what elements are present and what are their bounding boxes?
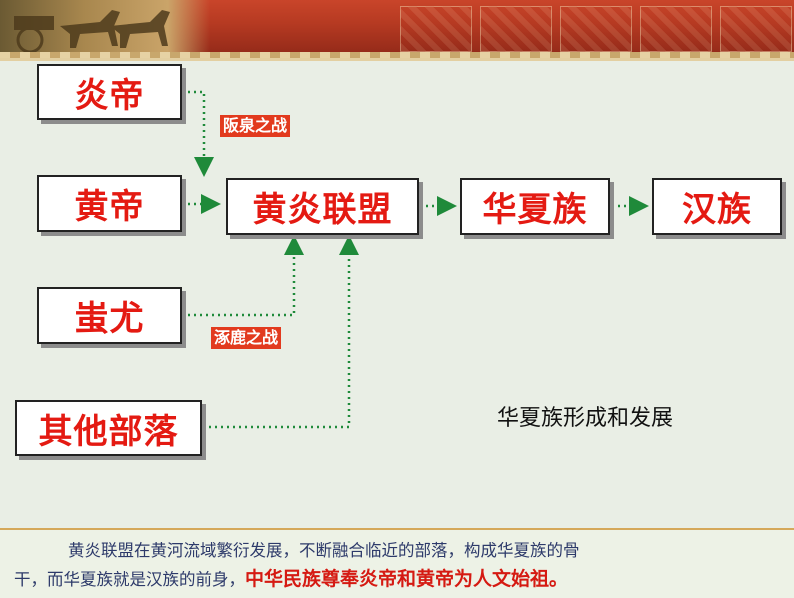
footer-text-panel: 黄炎联盟在黄河流域繁衍发展，不断融合临近的部落，构成华夏族的骨 干，而华夏族就是…: [0, 528, 794, 598]
node-huangdi-label: 黄帝: [74, 187, 145, 227]
node-other-tribes: 其他部落: [15, 400, 202, 456]
diagram-caption: 华夏族形成和发展: [497, 406, 674, 431]
arrow-qita-alliance: [203, 235, 359, 429]
arrow-chiyou-alliance: [182, 235, 304, 317]
arrow-yandi-alliance: [182, 90, 214, 177]
terracotta-horse-image: [0, 0, 210, 58]
header-banner: [0, 0, 794, 61]
node-huaxia: 华夏族: [460, 178, 610, 235]
footer-line-2: 干，而华夏族就是汉族的前身，中华民族尊奉炎帝和黄帝为人文始祖。: [14, 566, 784, 593]
node-huangyan-alliance-label: 黄炎联盟: [252, 190, 393, 230]
node-han-label: 汉族: [682, 190, 752, 230]
node-huangdi: 黄帝: [37, 175, 182, 232]
footer-line-2-text: 干，而华夏族就是汉族的前身，: [14, 570, 245, 589]
battle-zhuolu-tag: 涿鹿之战: [211, 327, 282, 349]
node-yandi-label: 炎帝: [74, 75, 145, 116]
node-huangyan-alliance: 黄炎联盟: [226, 178, 419, 235]
node-huaxia-label: 华夏族: [482, 190, 588, 230]
footer-line-1: 黄炎联盟在黄河流域繁衍发展，不断融合临近的部落，构成华夏族的骨: [68, 541, 580, 560]
node-chiyou-label: 蚩尤: [74, 299, 145, 339]
node-yandi: 炎帝: [37, 64, 182, 120]
battle-banquan-tag: 阪泉之战: [220, 115, 291, 137]
footer-highlight: 中华民族尊奉炎帝和黄帝为人文始祖。: [245, 568, 569, 590]
node-han: 汉族: [652, 178, 782, 235]
node-other-tribes-label: 其他部落: [38, 411, 179, 452]
node-chiyou: 蚩尤: [37, 287, 182, 344]
